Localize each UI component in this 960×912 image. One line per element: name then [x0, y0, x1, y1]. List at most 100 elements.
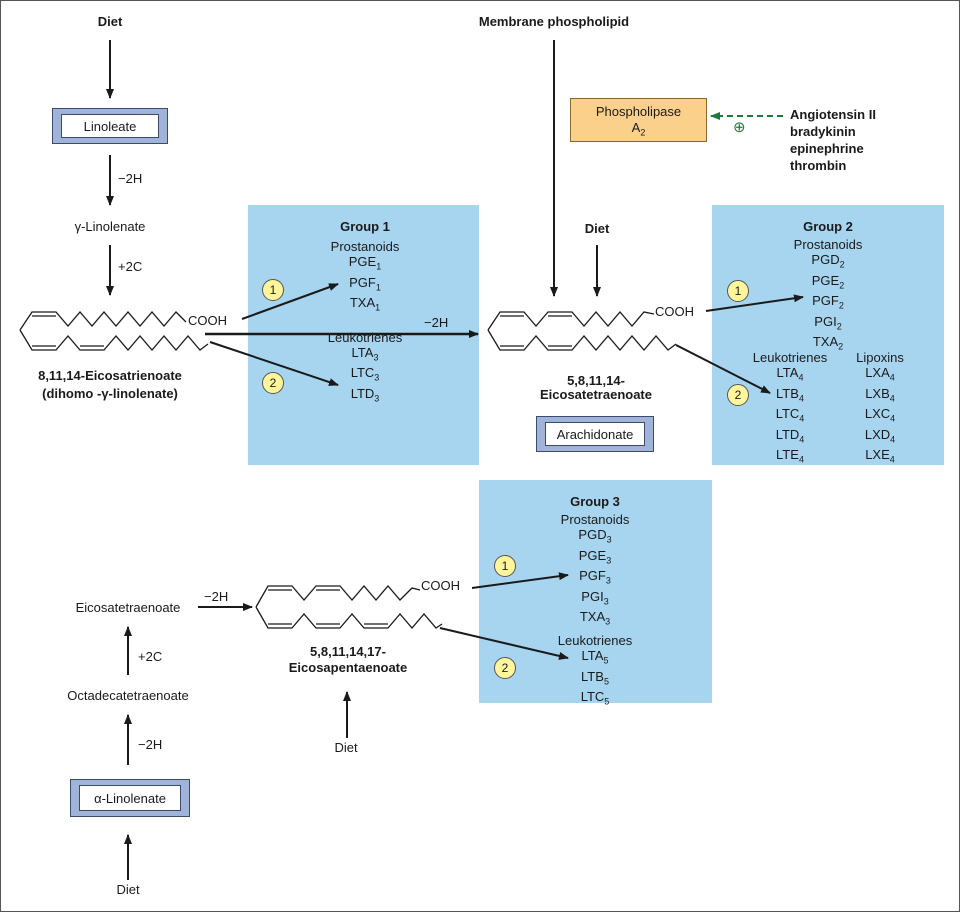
leukotriene-item: LTC3 — [350, 365, 380, 383]
step-1-circle-group1: 1 — [262, 279, 284, 301]
arrow-group2-leukotrienes — [675, 344, 771, 394]
minus-2h-label-1: −2H — [118, 171, 143, 186]
lipoxin-item: LXB4 — [865, 385, 895, 404]
prostanoid-item: PGF1 — [349, 274, 381, 293]
cooh-label-2: COOH — [655, 304, 694, 319]
step-1-circle-group3: 1 — [494, 555, 516, 577]
arrow-group2-prostanoids — [705, 294, 804, 312]
leukotriene-item: LTC4 — [775, 406, 805, 424]
group-3-prostanoids-label: Prostanoids — [560, 512, 630, 527]
step-2-circle-group1: 2 — [262, 372, 284, 394]
diet-label-top-left: Diet — [97, 14, 123, 29]
prostanoid-item: TXA1 — [349, 295, 381, 313]
minus-2h-label-bottom: −2H — [138, 737, 163, 752]
group-3-title: Group 3 — [570, 494, 620, 509]
minus-2h-label-bottom-right: −2H — [204, 589, 229, 604]
prostanoid-item: PGE1 — [348, 254, 382, 272]
group-2-lipoxins-label: Lipoxins — [856, 350, 904, 365]
activator-1: Angiotensin II — [790, 107, 876, 122]
diet-label-bottom-center: Diet — [334, 740, 358, 755]
group-1-prostanoids-label: Prostanoids — [330, 239, 400, 254]
eicosatetraenoate-name-line1: 5,8,11,14- — [567, 373, 625, 388]
group-3-leukotrienes-label: Leukotrienes — [557, 632, 633, 648]
gamma-linolenate-label: γ-Linolenate — [74, 219, 146, 234]
prostanoid-item: PGF2 — [812, 293, 844, 311]
eicosapentaenoate-name-line1: 5,8,11,14,17- — [310, 644, 386, 659]
minus-2h-label-center: −2H — [424, 315, 449, 330]
leukotriene-item: LTA3 — [351, 344, 379, 363]
lipoxin-item: LXD4 — [864, 426, 896, 445]
prostanoid-item: PGE3 — [578, 547, 612, 566]
prostanoid-item: TXA3 — [579, 609, 611, 627]
eicosapentaenoate-name-line2: Eicosapentaenoate — [288, 660, 408, 675]
eicosapentaenoate-chain-bottom — [255, 606, 443, 629]
activator-2: bradykinin — [790, 124, 856, 139]
diet-label-top-center: Diet — [584, 221, 610, 236]
eicosatrienoate-chain-bottom — [19, 329, 209, 351]
eicosatrienoate-name-line2: (dihomo -γ-linolenate) — [42, 386, 178, 401]
group-1-leukotrienes-label: Leukotrienes — [327, 329, 403, 345]
arachidonate-box: Arachidonate — [536, 416, 654, 452]
prostanoid-item: PGE2 — [811, 272, 845, 291]
arrow-group3-prostanoids — [471, 572, 569, 589]
eicosatetraenoate-bottom-label: Eicosatetraenoate — [75, 600, 181, 615]
cooh-label-1: COOH — [188, 313, 227, 328]
alpha-linolenate-label: α-Linolenate — [79, 785, 181, 811]
group-1-title: Group 1 — [340, 219, 390, 234]
leukotriene-item: LTA5 — [581, 647, 609, 666]
prostanoid-item: TXA2 — [812, 334, 844, 352]
prostanoid-item: PGI2 — [814, 313, 842, 332]
eicosatetraenoate-chain-bottom — [487, 329, 677, 351]
eicosatetraenoate-name-line2: Eicosatetraenoate — [540, 387, 652, 402]
eicosatrienoate-name-line1: 8,11,14-Eicosatrienoate — [38, 368, 182, 383]
octadecatetraenoate-label: Octadecatetraenoate — [67, 688, 189, 703]
group-2-title: Group 2 — [803, 219, 853, 234]
lipoxin-item: LXC4 — [864, 406, 896, 424]
lipoxin-item: LXE4 — [865, 447, 895, 465]
linoleate-box: Linoleate — [52, 108, 168, 144]
phospholipase-box: Phospholipase A2 — [570, 98, 707, 142]
linoleate-label: Linoleate — [61, 114, 159, 138]
eicosapentaenoate-chain-top — [255, 585, 421, 608]
leukotriene-item: LTD4 — [775, 426, 805, 445]
membrane-phospholipid-label: Membrane phospholipid — [478, 14, 630, 29]
leukotriene-item: LTB4 — [776, 385, 804, 404]
phospholipase-label-line2: A2 — [631, 120, 646, 138]
plus-2c-label-1: +2C — [118, 259, 143, 274]
activator-3: epinephrine — [790, 141, 864, 156]
activation-plus-icon: ⊕ — [733, 119, 746, 136]
activator-4: thrombin — [790, 158, 847, 173]
prostanoid-item: PGD3 — [578, 527, 612, 545]
arrow-group3-leukotrienes — [439, 627, 569, 660]
step-1-circle-group2: 1 — [727, 280, 749, 302]
leukotriene-item: LTA4 — [776, 365, 804, 383]
diet-label-bottom-left: Diet — [116, 882, 140, 897]
lipoxin-item: LXA4 — [865, 365, 895, 383]
leukotriene-item: LTE4 — [776, 447, 804, 465]
group-2-prostanoids-label: Prostanoids — [793, 237, 863, 252]
leukotriene-item: LTD3 — [350, 385, 380, 404]
plus-2c-label-bottom: +2C — [138, 649, 163, 664]
cooh-label-3: COOH — [421, 578, 460, 593]
group-3-box — [479, 480, 712, 703]
arrow-group1-leukotrienes — [209, 341, 339, 386]
alpha-linolenate-box: α-Linolenate — [70, 779, 190, 817]
eicosatrienoate-chain-top — [19, 311, 187, 331]
leukotriene-item: LTC5 — [580, 689, 610, 707]
step-2-circle-group2: 2 — [727, 384, 749, 406]
phospholipase-label-line1: Phospholipase — [595, 104, 682, 119]
leukotriene-item: LTB5 — [581, 668, 609, 687]
